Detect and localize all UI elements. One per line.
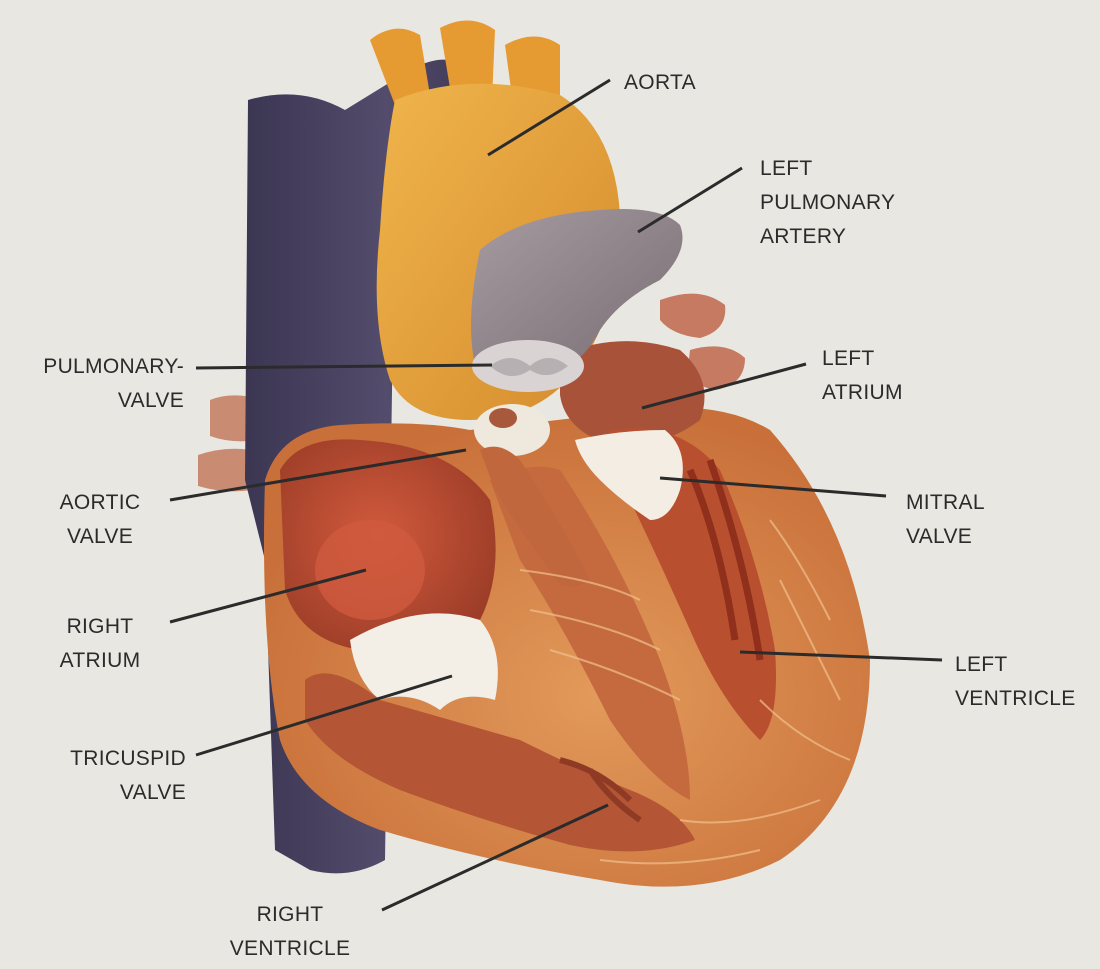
- label-mitral-valve: MITRAL VALVE: [906, 486, 985, 554]
- label-aortic-valve: AORTIC VALVE: [40, 486, 160, 554]
- label-aorta: AORTA: [624, 66, 696, 100]
- label-left-ventricle: LEFT VENTRICLE: [955, 648, 1076, 716]
- label-pulmonary-valve: PULMONARY- VALVE: [0, 350, 184, 418]
- leader-left-pulmonary-artery: [638, 168, 742, 232]
- pulmonary-vein: [660, 294, 725, 338]
- label-tricuspid-valve: TRICUSPID VALVE: [0, 742, 186, 810]
- label-left-pulmonary-artery: LEFT PULMONARY ARTERY: [760, 152, 895, 254]
- label-left-atrium: LEFT ATRIUM: [822, 342, 903, 410]
- label-right-ventricle: RIGHT VENTRICLE: [210, 898, 370, 966]
- label-right-atrium: RIGHT ATRIUM: [40, 610, 160, 678]
- left-vessel-stub: [198, 449, 252, 492]
